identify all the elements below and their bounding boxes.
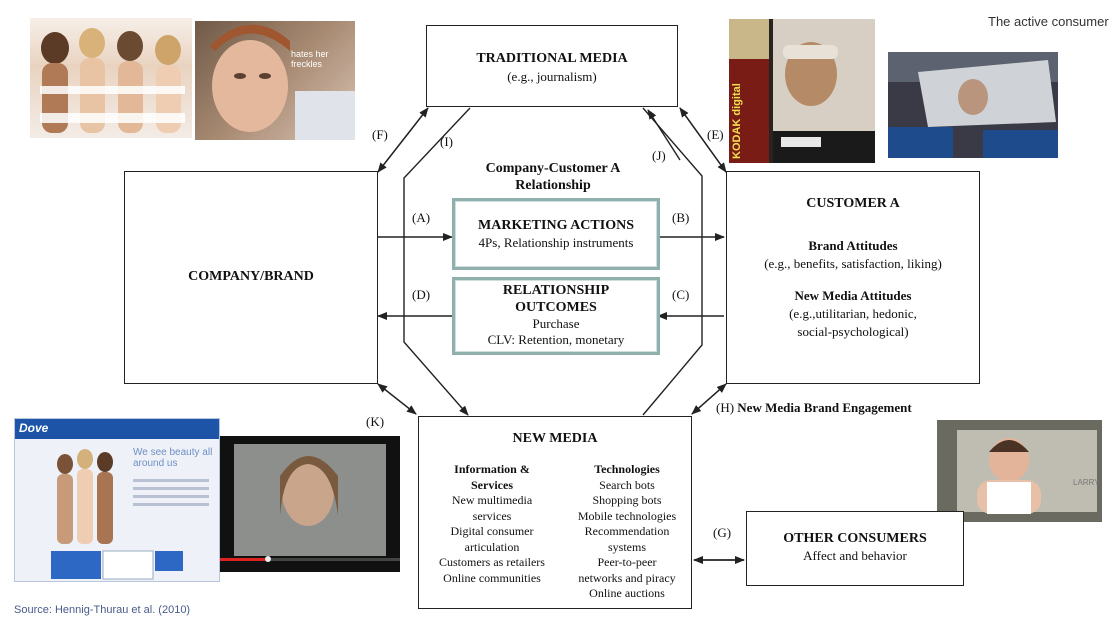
new-media-attitudes-sub1: (e.g.,utilitarian, hedonic, — [789, 306, 917, 321]
label-a: (A) — [412, 210, 431, 225]
label-h-text: New Media Brand Engagement — [737, 400, 912, 415]
company-brand-box: COMPANY/BRAND — [124, 171, 378, 384]
label-e: (E) — [707, 127, 724, 142]
label-d: (D) — [412, 287, 431, 302]
marketing-actions-box: MARKETING ACTIONS 4Ps, Relationship inst… — [452, 198, 660, 270]
label-c: (C) — [672, 287, 690, 302]
traditional-media-title: TRADITIONAL MEDIA — [476, 51, 628, 66]
info-item: services — [472, 508, 512, 523]
info-item: New multimedia — [451, 493, 533, 507]
customer-a-title: CUSTOMER A — [806, 196, 900, 211]
tech-item: Online auctions — [589, 586, 665, 600]
label-h: (H) New Media Brand Engagement — [716, 400, 912, 416]
info-item: Customers as retailers — [439, 555, 545, 569]
info-services-title-2: Services — [471, 477, 513, 492]
info-item: articulation — [464, 539, 520, 554]
relationship-title: Company-Customer A Relationship — [452, 160, 654, 194]
tech-item: Peer-to-peer — [597, 555, 657, 569]
j-arrow — [647, 109, 681, 161]
dove-website-photo: Dove We see beauty all around us — [14, 418, 220, 582]
new-media-right-col: Technologies Search bots Shopping bots M… — [565, 462, 689, 602]
traditional-media-sub: (e.g., journalism) — [507, 69, 597, 84]
relationship-outcomes-box: RELATIONSHIP OUTCOMES Purchase CLV: Rete… — [452, 277, 660, 355]
other-consumers-title: OTHER CONSUMERS — [783, 531, 927, 546]
freckles-caption: hates her freckles — [291, 49, 329, 69]
traditional-media-box: TRADITIONAL MEDIA (e.g., journalism) — [426, 25, 678, 107]
other-consumers-sub: Affect and behavior — [803, 548, 907, 563]
tech-item: systems — [607, 539, 646, 554]
tech-item: Recommendation — [584, 524, 670, 538]
dove-headline: We see beauty all around us — [133, 447, 213, 469]
label-i: (I) — [440, 134, 453, 149]
label-k: (K) — [366, 414, 385, 429]
larry-sign: LARRY — [1073, 478, 1100, 487]
source-note: Source: Hennig-Thurau et al. (2010) — [14, 604, 191, 616]
octagon-right-top — [642, 107, 703, 416]
relationship-title-line1: Company-Customer A — [485, 161, 621, 176]
other-consumers-box: OTHER CONSUMERS Affect and behavior — [746, 511, 964, 586]
info-item: Online communities — [443, 570, 541, 585]
octagon-left-top — [403, 107, 471, 416]
dove-logo: Dove — [19, 421, 49, 435]
new-media-title: NEW MEDIA — [512, 431, 598, 446]
new-media-attitudes-title: New Media Attitudes — [794, 288, 912, 303]
brand-attitudes-sub: (e.g., benefits, satisfaction, liking) — [764, 256, 942, 271]
freckles-girl-photo: hates her freckles — [195, 21, 355, 140]
brand-attitudes-title: Brand Attitudes — [808, 238, 898, 253]
tech-item: Shopping bots — [592, 493, 662, 507]
company-brand-title: COMPANY/BRAND — [188, 269, 314, 284]
marketing-actions-title: MARKETING ACTIONS — [478, 218, 634, 233]
technologies-title: Technologies — [594, 462, 660, 476]
new-media-attitudes-sub2: social-psychological) — [797, 324, 909, 339]
new-media-left-col: Information & Services New multimedia se… — [423, 462, 561, 586]
tech-item: Mobile technologies — [577, 508, 677, 523]
new-media-box: NEW MEDIA Information & Services New mul… — [418, 416, 692, 609]
women-group-photo — [30, 18, 192, 138]
label-g: (G) — [713, 525, 732, 540]
outcomes-sub2: CLV: Retention, monetary — [487, 332, 625, 347]
label-f: (F) — [372, 127, 388, 142]
outcomes-title-line2: OUTCOMES — [515, 300, 597, 315]
larry-photo: LARRY — [937, 420, 1102, 522]
info-services-title-1: Information & — [454, 462, 530, 476]
tech-item: Search bots — [599, 477, 655, 492]
outcomes-title-line1: RELATIONSHIP — [502, 283, 610, 298]
label-j: (J) — [652, 148, 666, 163]
relationship-title-line2: Relationship — [515, 178, 591, 193]
tech-item: networks and piracy — [578, 570, 676, 585]
outcomes-sub1: Purchase — [532, 316, 580, 331]
billboard-photo: KODAK digital — [729, 19, 875, 163]
customer-a-box: CUSTOMER A Brand Attitudes (e.g., benefi… — [726, 171, 980, 384]
label-h-letter: (H) — [716, 400, 735, 415]
info-item: Digital consumer — [450, 524, 534, 538]
marketing-actions-sub: 4Ps, Relationship instruments — [478, 235, 634, 250]
slide-caption: The active consumer — [988, 14, 1109, 29]
video-player-photo — [220, 436, 400, 572]
subway-ad-photo — [888, 52, 1058, 158]
label-b: (B) — [672, 210, 690, 225]
